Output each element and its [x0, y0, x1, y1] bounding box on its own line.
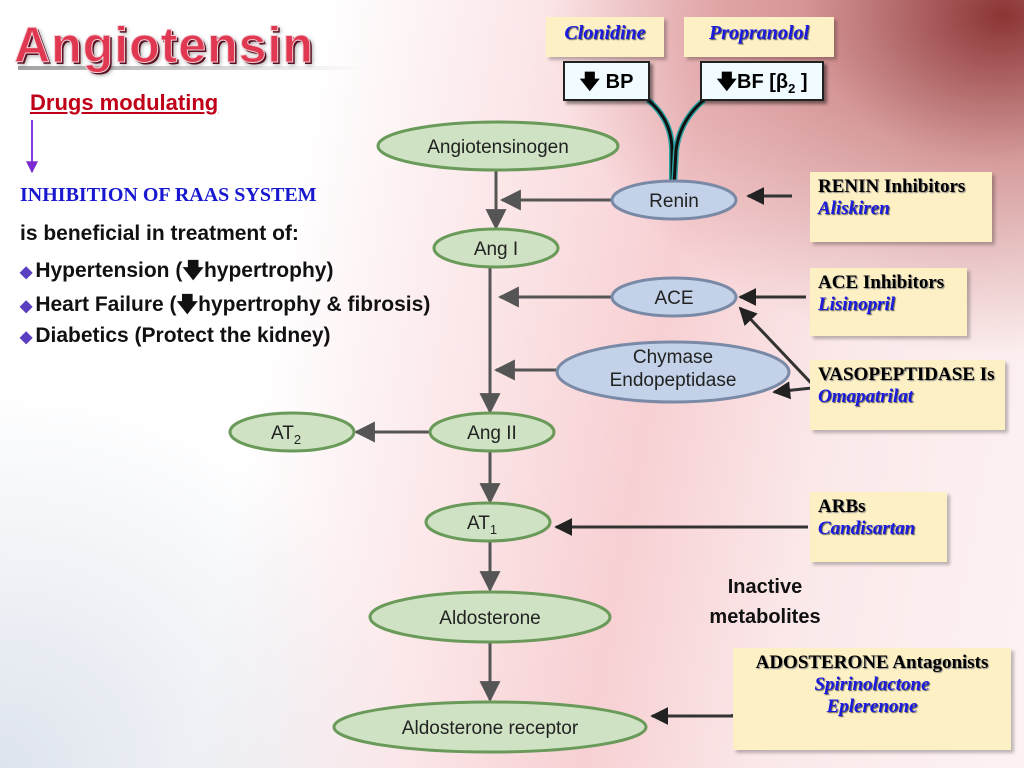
slide-title: Angiotensin [14, 17, 314, 74]
vasopeptidase-inhibitors-box: VASOPEPTIDASE Is Omapatrilat [810, 360, 1005, 430]
slide-background-accent [0, 380, 420, 768]
svg-text:Ang I: Ang I [474, 239, 518, 260]
diamond-bullet-icon: ◆ [20, 329, 33, 346]
bp-effect-box: 🡇 BP [563, 61, 650, 101]
arbs-box: ARBs Candisartan [810, 492, 947, 562]
node-chymase-endopeptidase: Chymase Endopeptidase [555, 340, 791, 404]
clonidine-label: Clonidine [546, 17, 664, 57]
node-angiotensinogen: Angiotensinogen [376, 120, 620, 172]
diamond-bullet-icon: ◆ [20, 298, 33, 315]
node-at1: AT1 [424, 501, 552, 543]
node-renin: Renin [610, 179, 738, 221]
svg-text:Aldosterone receptor: Aldosterone receptor [402, 718, 579, 739]
title-underline [18, 66, 363, 70]
node-aldosterone-receptor: Aldosterone receptor [332, 700, 648, 754]
svg-text:Renin: Renin [649, 191, 699, 212]
propranolol-label: Propranolol [684, 17, 834, 57]
aldosterone-antagonist-arrow [650, 707, 735, 725]
svg-text:AT1: AT1 [467, 513, 497, 537]
svg-text:Aldosterone: Aldosterone [439, 608, 540, 629]
slide-subtitle: Drugs modulating [30, 90, 219, 115]
vasopeptidase-ace-arrow [738, 306, 814, 386]
node-ang2: Ang II [428, 411, 556, 453]
beneficial-text: is beneficial in treatment of: [20, 222, 299, 245]
down-arrow-icon: 🡇 [182, 259, 204, 282]
node-at2: AT2 [228, 411, 356, 453]
inactive-metabolites-label: Inactive metabolites [709, 576, 821, 628]
svg-text:Endopeptidase: Endopeptidase [610, 370, 737, 391]
vasopeptidase-chymase-arrow [772, 381, 813, 400]
raas-inhibition-heading: INHIBITION OF RAAS SYSTEM [20, 184, 317, 206]
down-arrow-icon: 🡇 [176, 293, 199, 316]
aldosterone-antagonists-box: ADOSTERONE Antagonists Spirinolactone Ep… [733, 648, 1011, 750]
bullet-hypertension: ◆Hypertension (🡇hypertrophy) [20, 259, 334, 282]
bf-beta2-effect-box: 🡇BF [β2 ] [700, 61, 824, 101]
bullet-heart-failure: ◆Heart Failure (🡇hypertrophy & fibrosis) [20, 293, 431, 316]
renin-inhibitors-box: RENIN Inhibitors Aliskiren [810, 172, 992, 242]
bullet-diabetics: ◆Diabetics (Protect the kidney) [20, 324, 331, 347]
svg-text:Angiotensinogen: Angiotensinogen [427, 137, 569, 158]
node-aldosterone: Aldosterone [368, 590, 612, 644]
svg-text:ACE: ACE [654, 288, 693, 309]
svg-text:AT2: AT2 [271, 423, 301, 447]
ace-inhibitors-box: ACE Inhibitors Lisinopril [810, 268, 967, 336]
node-ace: ACE [610, 276, 738, 318]
svg-text:Ang II: Ang II [467, 423, 517, 444]
svg-text:Chymase: Chymase [633, 347, 713, 368]
node-ang1: Ang I [432, 227, 560, 269]
diamond-bullet-icon: ◆ [20, 264, 33, 281]
